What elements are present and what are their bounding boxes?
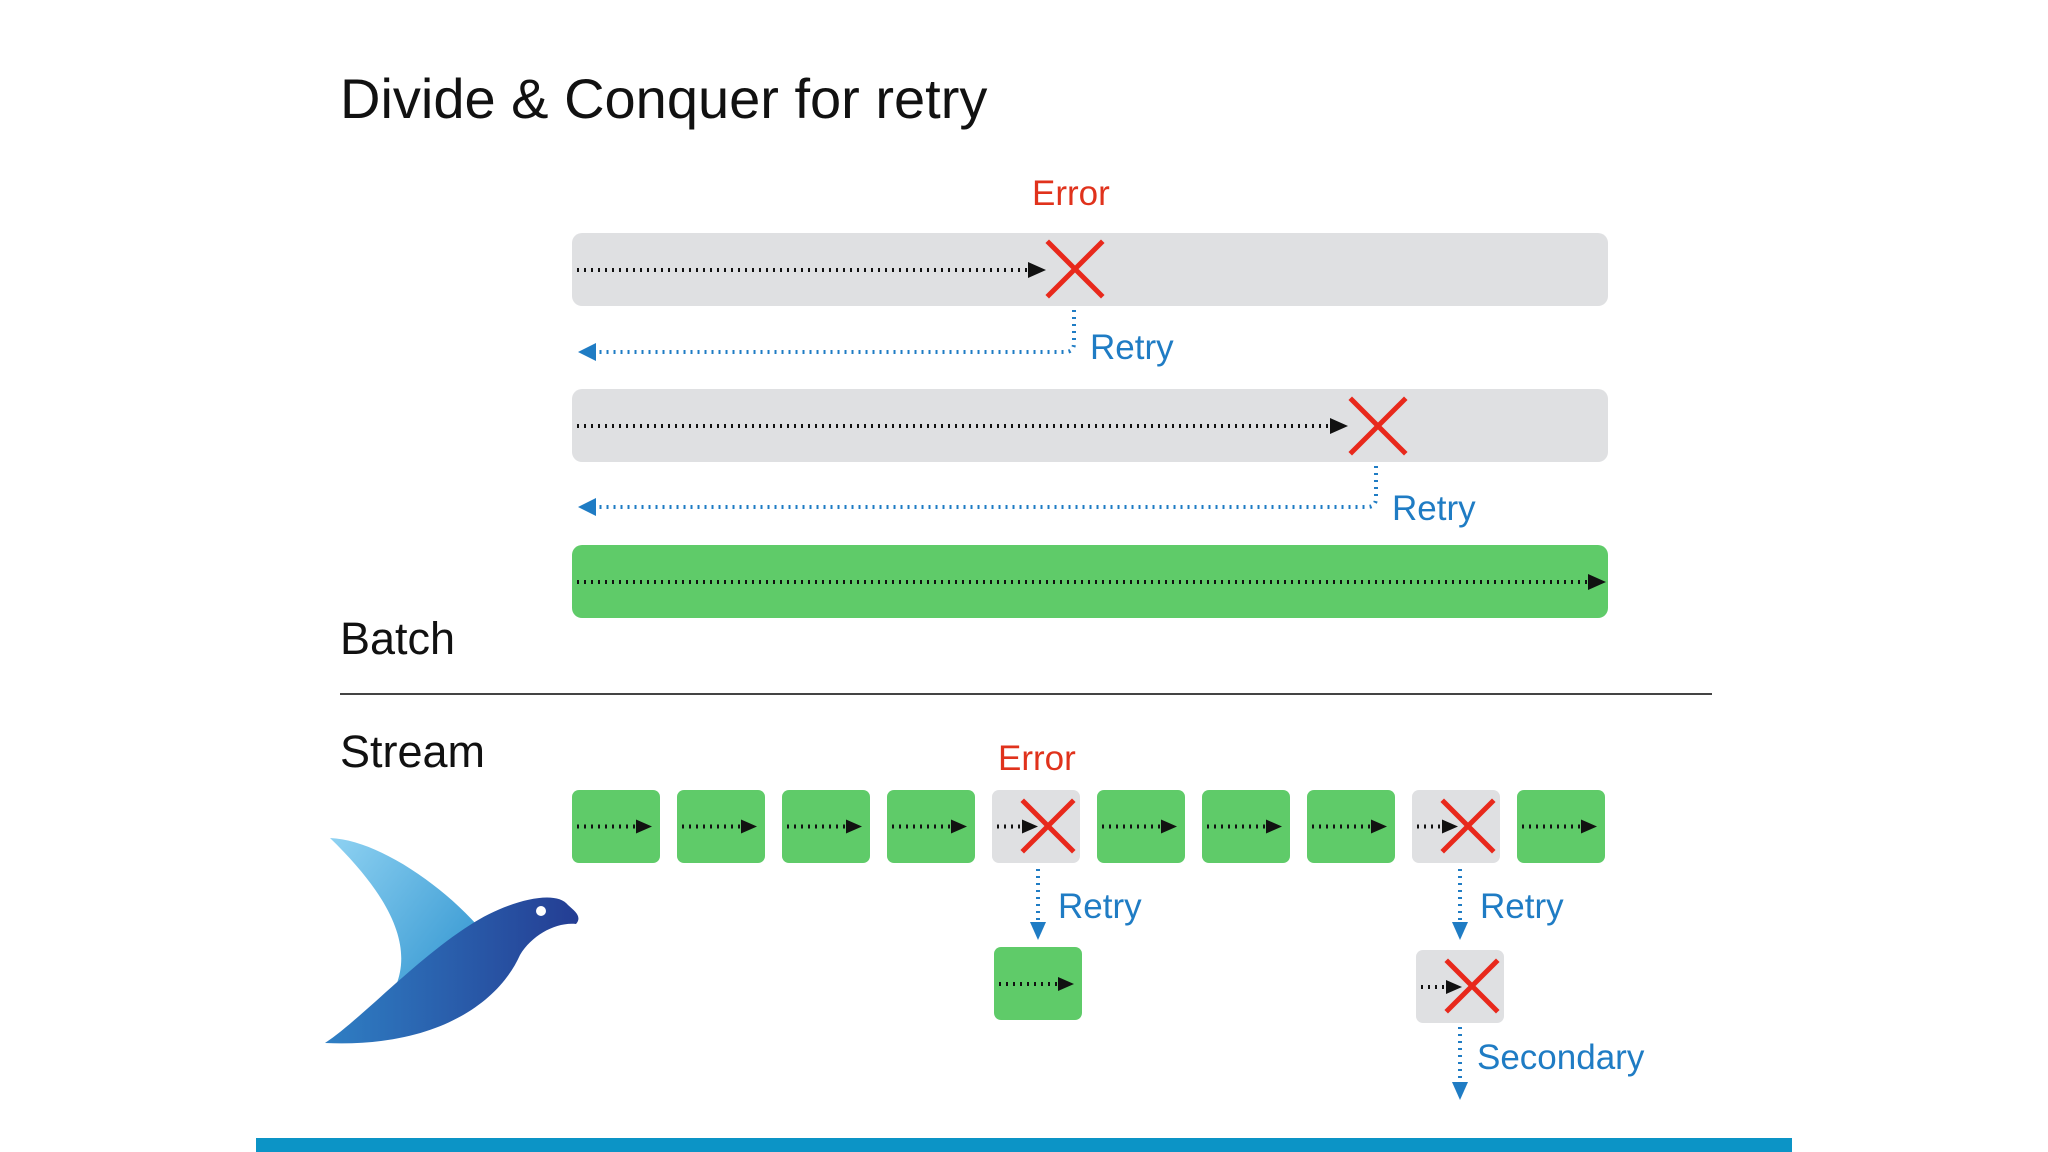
error-cross-icon	[1348, 396, 1408, 456]
stream-block-ok	[1517, 790, 1605, 863]
batch-error-label: Error	[1032, 174, 1110, 213]
bird-eye-icon	[536, 906, 546, 916]
retry-arrow-head-icon	[1452, 922, 1468, 940]
batch-bar-failed-1	[572, 233, 1608, 306]
arrow-head-icon	[1446, 980, 1462, 994]
batch-retry-label-1: Retry	[1090, 328, 1174, 367]
page-title: Divide & Conquer for retry	[340, 67, 987, 130]
stream-block-error	[992, 790, 1080, 863]
stream-block-ok	[782, 790, 870, 863]
arrow-head-icon	[1442, 819, 1458, 834]
stream-block-box	[572, 790, 660, 863]
arrow-head-icon	[741, 819, 757, 834]
stream-retry-label-1: Retry	[1058, 887, 1142, 926]
fluentd-bird-logo	[325, 838, 579, 1044]
arrow-head-icon	[1588, 574, 1606, 590]
arrow-head-icon	[1022, 819, 1038, 834]
secondary-arrow	[1452, 1027, 1468, 1100]
batch-attempt-3	[572, 545, 1608, 618]
error-cross-icon	[1045, 239, 1105, 299]
stream-block-ok	[994, 947, 1082, 1020]
stream-block-box	[782, 790, 870, 863]
stream-retry-block-error	[1416, 950, 1504, 1023]
batch-retry-arrow-2	[578, 466, 1378, 516]
stream-block-box	[1202, 790, 1290, 863]
retry-arrow-head-icon	[1030, 922, 1046, 940]
stream-block-box	[1097, 790, 1185, 863]
stream-block-error	[1412, 790, 1500, 863]
stream-block-box	[677, 790, 765, 863]
bird-body-icon	[325, 897, 579, 1044]
stream-block-box	[1517, 790, 1605, 863]
arrow-head-icon	[1371, 819, 1387, 834]
error-cross-icon	[1020, 798, 1076, 854]
arrow-head-icon	[1028, 262, 1046, 278]
arrow-head-icon	[1581, 819, 1597, 834]
stream-block-box	[1307, 790, 1395, 863]
secondary-label: Secondary	[1477, 1038, 1645, 1077]
stream-retry-block-success	[994, 947, 1082, 1020]
stream-block-ok	[1097, 790, 1185, 863]
batch-retry-arrow-1	[578, 310, 1076, 361]
error-cross-icon	[1444, 958, 1500, 1014]
arrow-head-icon	[1330, 418, 1348, 434]
batch-label: Batch	[340, 613, 455, 664]
stream-retry-arrow-1	[1030, 869, 1046, 940]
retry-arrow-head-icon	[578, 498, 596, 516]
stream-block-ok	[887, 790, 975, 863]
arrow-head-icon	[1161, 819, 1177, 834]
stream-block-ok	[1202, 790, 1290, 863]
error-cross-icon	[1440, 798, 1496, 854]
batch-attempt-1	[572, 233, 1608, 306]
arrow-head-icon	[1058, 977, 1074, 991]
stream-block-ok	[677, 790, 765, 863]
stream-block-box	[887, 790, 975, 863]
stream-block-row	[572, 790, 1605, 863]
secondary-arrow-head-icon	[1452, 1082, 1468, 1100]
stream-error-label: Error	[998, 739, 1076, 778]
footer-bar	[256, 1138, 1792, 1152]
batch-retry-label-2: Retry	[1392, 489, 1476, 528]
batch-attempt-2	[572, 389, 1608, 462]
arrow-head-icon	[846, 819, 862, 834]
arrow-head-icon	[1266, 819, 1282, 834]
arrow-head-icon	[951, 819, 967, 834]
retry-arrow-head-icon	[578, 343, 596, 361]
stream-retry-arrow-2	[1452, 869, 1468, 940]
stream-block-ok	[572, 790, 660, 863]
arrow-head-icon	[636, 819, 652, 834]
stream-label: Stream	[340, 726, 485, 777]
stream-block-ok	[1307, 790, 1395, 863]
stream-retry-label-2: Retry	[1480, 887, 1564, 926]
